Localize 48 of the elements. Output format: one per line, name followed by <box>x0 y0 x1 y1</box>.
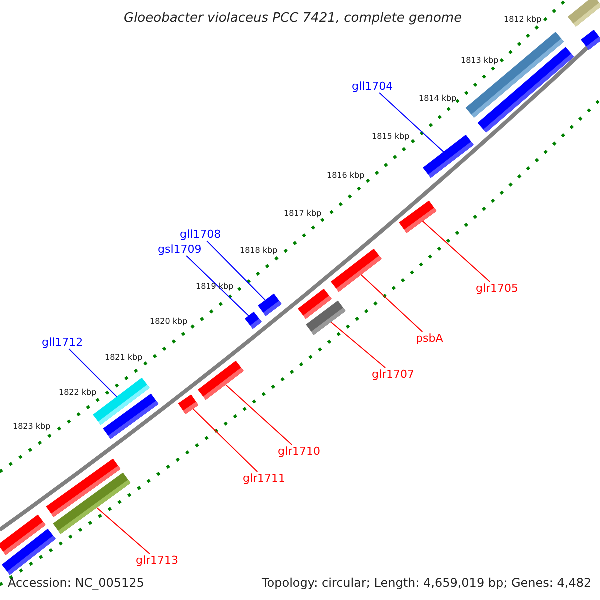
gene-block <box>581 29 600 51</box>
scale-label: 1819 kbp <box>196 281 234 293</box>
scale-label: 1816 kbp <box>327 170 365 182</box>
gene-label: glr1713 <box>136 554 179 567</box>
gene-label: gll1708 <box>180 228 222 241</box>
gene-label: glr1711 <box>243 472 286 485</box>
scale-label: 1822 kbp <box>59 387 97 399</box>
gene-block <box>399 200 437 234</box>
title: Gloeobacter violaceus PCC 7421, complete genome <box>124 10 462 28</box>
gene-block <box>423 134 474 179</box>
gene-label: psbA <box>416 332 444 345</box>
gene-block <box>306 300 346 336</box>
leader-line <box>191 407 258 472</box>
scale-label: 1818 kbp <box>240 245 278 257</box>
scale-label: 1823 kbp <box>13 421 51 433</box>
gene-block <box>178 394 199 415</box>
gene-block <box>331 248 382 293</box>
scale-label: 1813 kbp <box>461 55 499 67</box>
footer-text: Topology: circular; Length: 4,659,019 bp; Genes: 4,482 <box>262 575 592 592</box>
gene-block <box>103 393 159 440</box>
gene-block <box>258 293 282 317</box>
leader-line <box>206 240 268 302</box>
leader-line <box>68 348 119 399</box>
scale-label: 1817 kbp <box>284 208 322 220</box>
gene-label: gll1704 <box>352 80 394 93</box>
scale-label: 1820 kbp <box>150 316 188 328</box>
leader-line <box>359 273 424 332</box>
gene-block <box>245 311 262 330</box>
footer-text: Accession: NC_005125 <box>8 575 144 592</box>
gene-label: glr1710 <box>278 445 321 458</box>
gene-block <box>1 528 57 576</box>
gene-block <box>198 360 244 401</box>
gene-label: glr1707 <box>372 368 415 381</box>
scale-label: 1821 kbp <box>105 352 143 364</box>
scale-label: 1812 kbp <box>504 14 542 26</box>
scale-label: 1814 kbp <box>419 93 457 105</box>
leader-line <box>224 383 293 446</box>
leader-line <box>379 92 446 154</box>
gene-label: gll1712 <box>42 336 84 349</box>
leader-line <box>329 320 386 368</box>
scale-label: 1815 kbp <box>372 131 410 143</box>
leader-line <box>95 506 150 554</box>
gene-label: gsl1709 <box>158 243 202 256</box>
gene-label: glr1705 <box>476 282 519 295</box>
gene-block <box>53 472 131 535</box>
gene-block <box>567 0 600 28</box>
leader-line <box>186 256 251 318</box>
leader-line <box>420 220 491 282</box>
